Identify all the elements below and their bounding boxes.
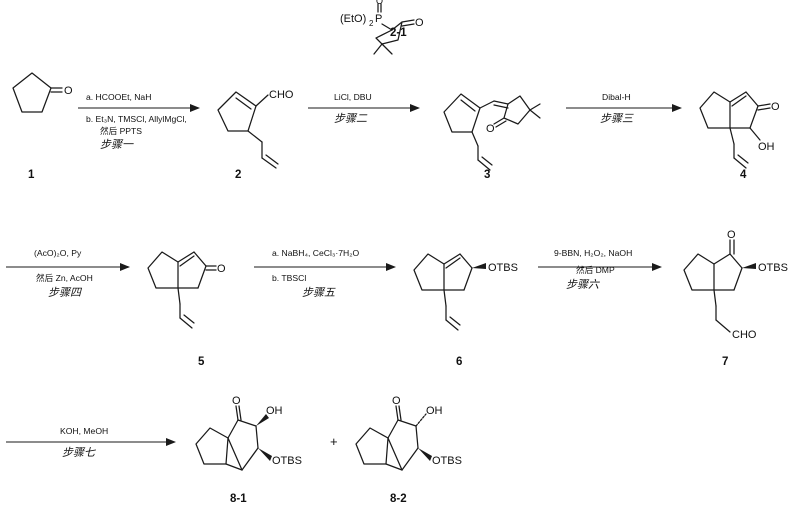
atom-OH: OH: [758, 141, 775, 153]
atom-O-lactone: O: [486, 123, 495, 135]
step-6-arrow: [538, 263, 662, 271]
step-5-reagent-b: b. TBSCl: [272, 273, 306, 283]
step-3-reagent: Dibal-H: [602, 92, 631, 102]
atom-O-phosphoryl: O: [376, 0, 383, 6]
compound-4-structure: O OH: [699, 91, 780, 169]
reagent-2-1-label: 2-1: [390, 27, 407, 39]
step-2-label: 步骤二: [334, 112, 368, 125]
step-3-label: 步骤三: [600, 112, 634, 125]
step-4-reagent-a: (AcO)₂O, Py: [34, 248, 82, 258]
step-4-label: 步骤四: [48, 286, 83, 299]
reagent-2-1-structure: (EtO) 2 P O O: [340, 0, 424, 55]
compound-6-label: 6: [456, 356, 462, 368]
subscript-2: 2: [369, 19, 374, 28]
atom-O: O: [64, 85, 73, 97]
atom-O-8-1: O: [232, 395, 241, 407]
atom-O-carbonyl: O: [415, 17, 424, 29]
step-5-arrow: [254, 263, 396, 271]
compound-1-label: 1: [28, 169, 35, 181]
step-6-reagent-a: 9-BBN, H₂O₂, NaOH: [554, 248, 632, 258]
compound-7-structure: O OTBS CHO: [683, 229, 788, 341]
atom-O-8-2: O: [392, 395, 401, 407]
step-4-arrow: [6, 263, 130, 271]
step-2-reagent: LiCl, DBU: [334, 92, 372, 102]
step-1-label: 步骤一: [100, 138, 134, 151]
atom-O-enone: O: [771, 101, 780, 113]
step-1-arrow: [78, 104, 200, 112]
atom-OTBS-8-1: OTBS: [272, 455, 302, 467]
atom-CHO: CHO: [269, 89, 294, 101]
atom-OTBS-8-2: OTBS: [432, 455, 462, 467]
step-6-label: 步骤六: [566, 278, 600, 291]
compound-2-label: 2: [235, 169, 241, 181]
step-7-arrow: [6, 438, 176, 446]
compound-8-1-label: 8-1: [230, 493, 247, 505]
plus-sign: +: [330, 434, 338, 449]
atom-O-ketone: O: [217, 263, 226, 275]
compound-8-2-structure: O OH OTBS: [355, 395, 462, 471]
compound-5-structure: O: [147, 251, 226, 329]
step-2-arrow: [308, 104, 420, 112]
compound-4-label: 4: [740, 169, 747, 181]
step-7-label: 步骤七: [62, 446, 96, 459]
atom-OTBS: OTBS: [488, 262, 518, 274]
compound-2-structure: CHO: [217, 89, 294, 169]
compound-7-label: 7: [722, 356, 728, 368]
atom-O-ketone-7: O: [727, 229, 736, 241]
atom-OH-8-2: OH: [426, 405, 443, 417]
atom-OH-8-1: OH: [266, 405, 283, 417]
step-1-reagent-c: 然后 PPTS: [100, 125, 142, 136]
step-7-reagent: KOH, MeOH: [60, 426, 108, 436]
atom-CHO-7: CHO: [732, 329, 757, 341]
step-3-arrow: [566, 104, 682, 112]
compound-8-2-label: 8-2: [390, 493, 407, 505]
step-1-reagent-b: b. Et₃N, TMSCl, AllylMgCl,: [86, 114, 187, 124]
step-5-reagent-a: a. NaBH₄, CeCl₃·7H₂O: [272, 248, 360, 258]
step-1-reagent-a: a. HCOOEt, NaH: [86, 92, 151, 102]
atom-OTBS-7: OTBS: [758, 262, 788, 274]
step-6-reagent-b: 然后 DMP: [576, 264, 615, 275]
step-4-reagent-b: 然后 Zn, AcOH: [36, 272, 93, 283]
step-5-label: 步骤五: [302, 286, 336, 299]
compound-3-structure: O: [443, 93, 541, 171]
compound-6-structure: OTBS: [413, 253, 518, 331]
compound-3-label: 3: [484, 169, 490, 181]
compound-1-structure: O: [12, 72, 73, 113]
compound-5-label: 5: [198, 356, 205, 368]
atom-P: P: [375, 13, 382, 25]
compound-8-1-structure: O OH OTBS: [195, 395, 302, 471]
atom-EtO: (EtO): [340, 13, 366, 25]
